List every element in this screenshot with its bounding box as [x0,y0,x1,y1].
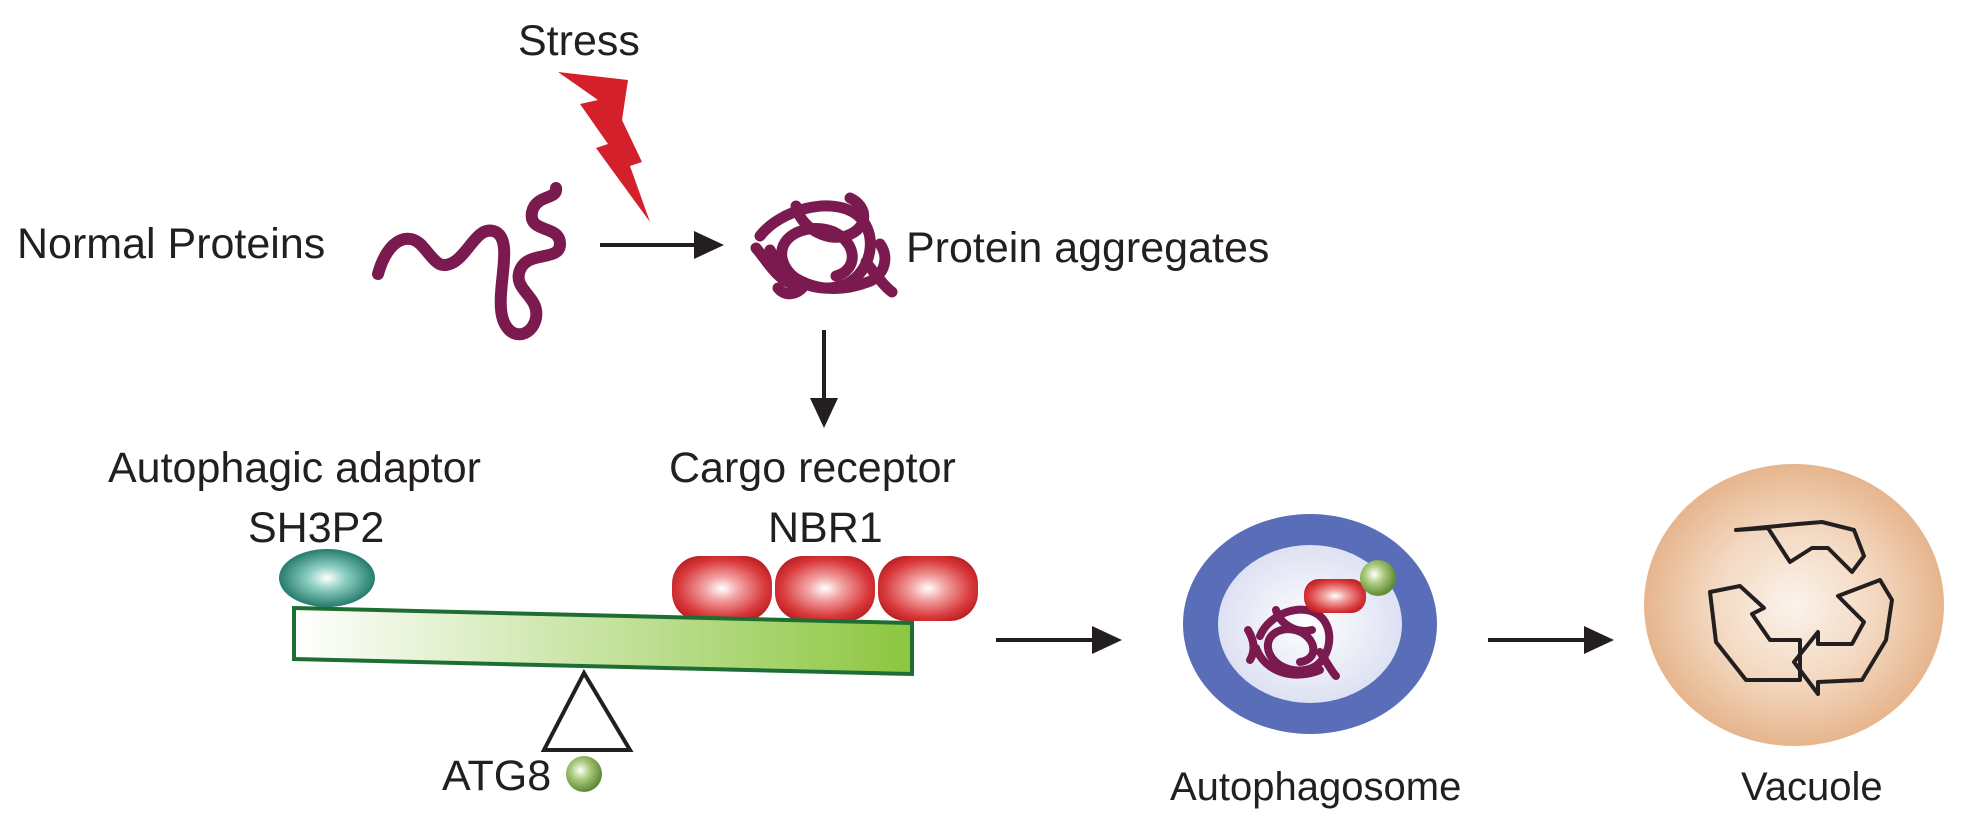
arrow-head [810,398,838,428]
protein-aggregates-label: Protein aggregates [906,224,1269,272]
sh3p2-adaptor-shape [279,549,375,607]
adaptor-title: Autophagic adaptor [108,444,481,492]
cargo-receptor-unit [1304,579,1366,613]
cargo-atg8-ball [1360,560,1396,596]
adaptor-name: SH3P2 [248,504,384,552]
lightning-bolt-icon [558,72,650,222]
receptor-name: NBR1 [768,504,883,552]
nbr1-unit [775,556,875,621]
receptor-title: Cargo receptor [669,444,956,492]
arrow-head [1092,626,1122,654]
normal-proteins-label: Normal Proteins [17,220,325,268]
fulcrum-triangle [540,668,634,752]
nbr1-unit [878,556,978,621]
balance-lever [292,605,914,677]
aggregate-icon [750,192,898,300]
arrow-head [694,231,724,259]
stress-label: Stress [518,17,640,65]
nbr1-unit [672,556,772,621]
atg8-ball [566,756,602,792]
cargo-aggregate-icon [1244,605,1340,680]
recycle-icon [1708,520,1894,696]
atg8-label: ATG8 [442,752,551,800]
vacuole-label: Vacuole [1741,765,1883,809]
autophagosome-label: Autophagosome [1170,765,1461,809]
protein-squiggle-icon [372,182,566,341]
arrow-head [1584,626,1614,654]
vacuole-shape [1644,464,1944,746]
